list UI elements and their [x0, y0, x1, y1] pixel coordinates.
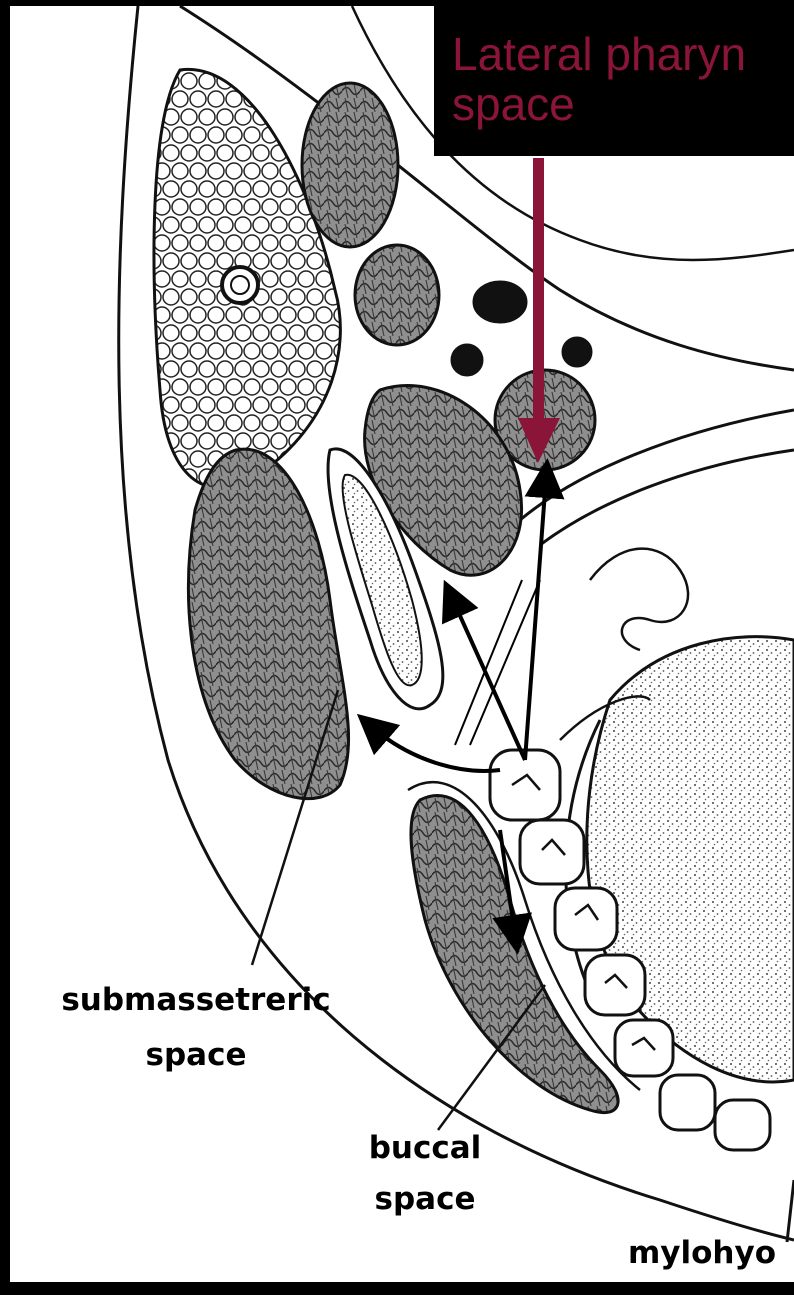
carotid-artery [452, 345, 482, 375]
buccal-label-line2: space [330, 1181, 520, 1217]
buccal-label-line1: buccal [330, 1130, 520, 1166]
lateral-pharyngeal-callout: Lateral pharyn space [434, 6, 794, 156]
mylohyoid-label: mylohyo [628, 1235, 794, 1271]
internal-jugular-vein [474, 282, 526, 322]
callout-line-1: Lateral pharyn [452, 28, 746, 80]
callout-line-2: space [452, 78, 575, 130]
submasseteric-label-line1: submassetreric [36, 982, 356, 1018]
vagus-nerve [563, 338, 591, 366]
submasseteric-label-line2: space [36, 1037, 356, 1073]
vein-lumen [231, 276, 249, 294]
frame-left [0, 0, 10, 1290]
posterior-digastric [302, 83, 398, 247]
stylohyoid [355, 245, 439, 345]
frame-bottom [0, 1282, 794, 1290]
